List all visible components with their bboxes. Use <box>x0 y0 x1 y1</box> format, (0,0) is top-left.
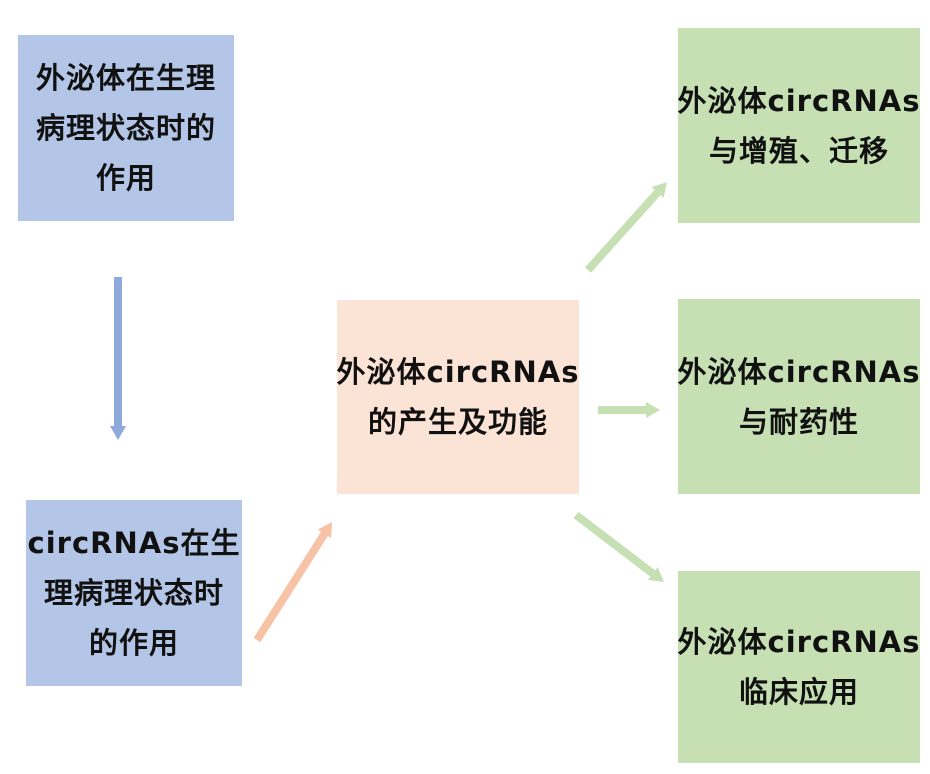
box-exosome-physiology-pathology: 外泌体在生理 病理状态时的 作用 <box>18 35 234 221</box>
box-line: 的作用 <box>88 626 179 660</box>
arrow-physio_circ-to-center <box>253 531 328 643</box>
box-proliferation-migration: 外泌体circRNAs 与增殖、迁移 <box>678 28 920 223</box>
box-line: 与增殖、迁移 <box>708 133 889 168</box>
arrow-head-physio_circ-to-center <box>317 522 332 539</box>
box-clinical-application: 外泌体circRNAs 临床应用 <box>678 571 920 763</box>
box-line: 外泌体circRNAs <box>336 355 580 389</box>
box-line: 外泌体在生理 <box>35 61 216 95</box>
arrow-head-center-to-resistance <box>646 402 660 418</box>
box-line: 临床应用 <box>738 675 859 709</box>
arrow-head-center-to-proliferation <box>651 182 667 198</box>
box-exosome-circrna-origin-function: 外泌体circRNAs 的产生及功能 <box>337 300 579 494</box>
box-line: 外泌体circRNAs <box>677 83 921 118</box>
arrow-center-to-proliferation <box>585 189 661 273</box>
box-line: 病理状态时的 <box>35 111 216 145</box>
arrow-head-center-to-clinical <box>648 567 664 582</box>
box-line: 的产生及功能 <box>367 405 548 439</box>
arrow-center-to-clinical <box>573 511 656 577</box>
box-line: 外泌体circRNAs <box>677 354 921 389</box>
box-circrna-physiology-pathology: circRNAs在生 理病理状态时 的作用 <box>26 500 242 686</box>
box-line: 外泌体circRNAs <box>677 625 921 659</box>
box-line: 作用 <box>95 161 156 195</box>
arrow-head-physio_exosome-to-physio_circ <box>110 426 126 440</box>
box-line: 与耐药性 <box>738 404 859 439</box>
box-drug-resistance: 外泌体circRNAs 与耐药性 <box>678 299 920 494</box>
box-line: circRNAs在生 <box>27 526 241 560</box>
box-line: 理病理状态时 <box>43 576 224 610</box>
